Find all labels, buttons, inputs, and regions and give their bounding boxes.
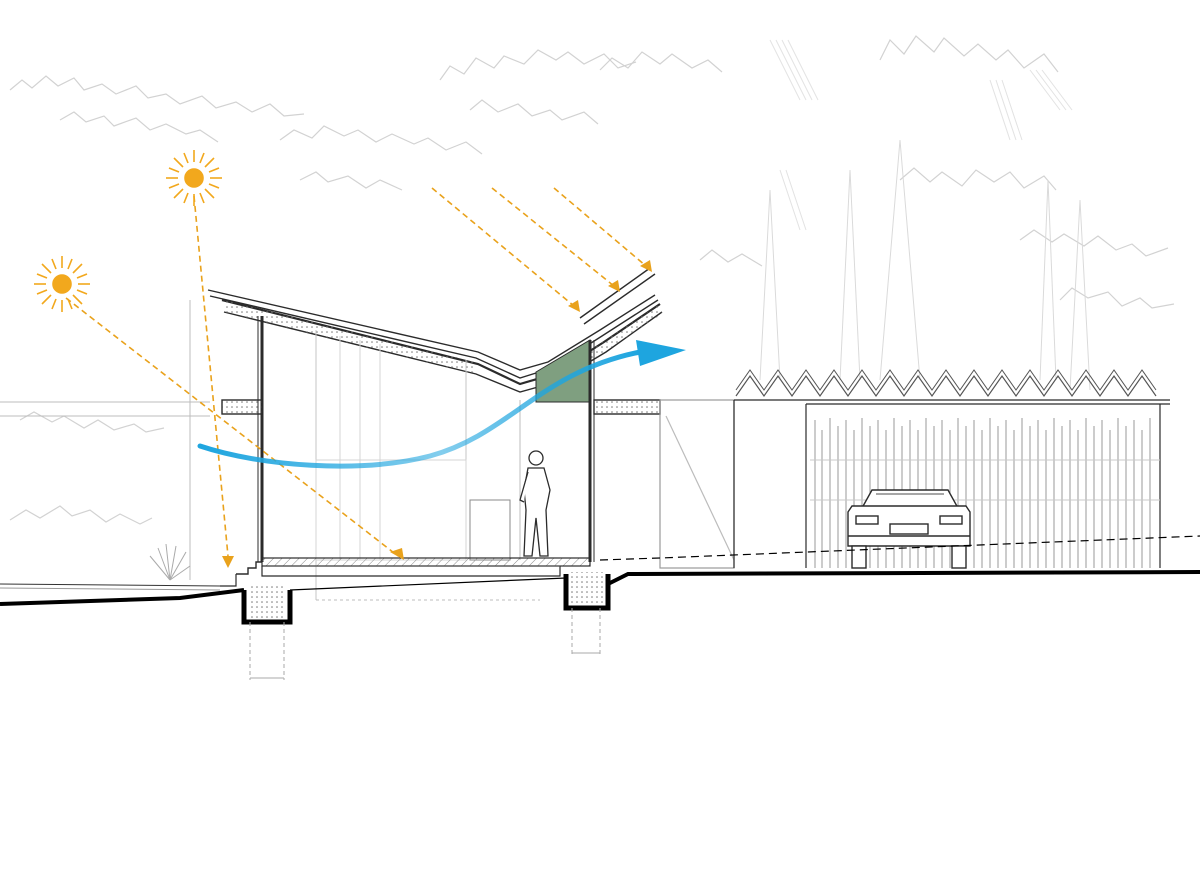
horizon-lines: [0, 300, 210, 580]
grass-tuft: [149, 543, 191, 581]
building-walls: [221, 316, 661, 601]
person-icon: [519, 450, 551, 557]
foundation-footing: [241, 572, 611, 680]
background-vegetation: [9, 35, 1175, 525]
ray-arrowheads: [222, 260, 652, 568]
car-icon: [847, 489, 971, 569]
carport: [659, 369, 1170, 569]
airflow-arrow-icon: [197, 340, 686, 469]
background-hatching: [769, 39, 1073, 231]
floor-slab: [220, 557, 591, 587]
sun-icon: [34, 256, 90, 312]
sun-rays: [65, 187, 647, 557]
background-trees: [759, 139, 1091, 391]
ground-line: [0, 535, 1200, 606]
sun-icon: [166, 150, 222, 206]
